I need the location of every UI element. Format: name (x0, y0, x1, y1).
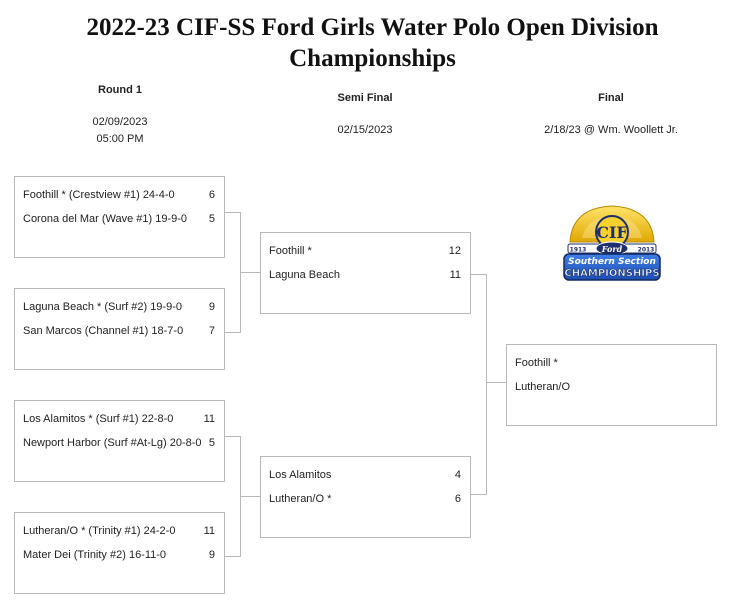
round-name: Round 1 (98, 84, 142, 96)
team-score: 11 (449, 269, 461, 281)
match-box-round1-2: Laguna Beach * (Surf #2) 19-9-0 9 San Ma… (14, 288, 225, 370)
round-date: 02/15/2023 (337, 124, 393, 136)
team-name: Laguna Beach (269, 269, 340, 281)
match-box-round1-1: Foothill * (Crestview #1) 24-4-0 6 Coron… (14, 176, 225, 258)
logo-cif-text: CIF (596, 223, 628, 242)
team-score: 9 (208, 549, 215, 561)
page-title: 2022-23 CIF-SS Ford Girls Water Polo Ope… (86, 14, 659, 72)
team-name: Lutheran/O * (Trinity #1) 24-2-0 (23, 525, 176, 537)
team-score: 11 (203, 413, 215, 425)
team-name: Lutheran/O * (269, 493, 332, 505)
logo-year-left: 1913 (570, 247, 587, 254)
team-score: 9 (208, 301, 215, 313)
bracket-connector (240, 272, 260, 273)
logo-southern-section-text: Southern Section (568, 257, 656, 267)
bracket-connector (225, 556, 241, 557)
match-box-semifinal-2: Los Alamitos 4 Lutheran/O * 6 (260, 456, 471, 538)
bracket-connector (471, 274, 487, 275)
match-box-round1-4: Lutheran/O * (Trinity #1) 24-2-0 11 Mate… (14, 512, 225, 594)
team-name: Lutheran/O (515, 381, 571, 393)
team-score: 11 (203, 525, 215, 537)
bracket-connector (225, 212, 241, 213)
round-name: Final (598, 92, 624, 104)
team-score: 6 (208, 189, 215, 201)
team-name: Laguna Beach * (Surf #2) 19-9-0 (23, 301, 182, 313)
round-date: 2/18/23 @ Wm. Woollett Jr. (544, 124, 678, 136)
bracket-connector (486, 274, 487, 495)
round-header-round1: Round 1 02/09/2023 05:00 PM (70, 82, 170, 148)
logo-year-right: 2013 (638, 247, 655, 254)
team-name: Foothill * (515, 357, 558, 369)
bracket-connector (225, 436, 241, 437)
match-box-round1-3: Los Alamitos * (Surf #1) 22-8-0 11 Newpo… (14, 400, 225, 482)
bracket-connector (240, 496, 260, 497)
match-box-semifinal-1: Foothill * 12 Laguna Beach 11 (260, 232, 471, 314)
team-name: San Marcos (Channel #1) 18-7-0 (23, 325, 184, 337)
bracket-connector (471, 494, 487, 495)
team-score: 5 (208, 213, 215, 225)
team-score: 12 (448, 245, 461, 257)
bracket-connector (225, 332, 241, 333)
team-name: Mater Dei (Trinity #2) 16-11-0 (23, 549, 167, 561)
team-score: 6 (454, 493, 461, 505)
round-time: 05:00 PM (96, 133, 144, 145)
round-header-semifinal: Semi Final 02/15/2023 (315, 90, 415, 139)
team-score: 4 (454, 469, 461, 481)
team-score: 5 (208, 437, 215, 449)
match-box-final: Foothill * Lutheran/O (506, 344, 717, 426)
team-name: Foothill * (Crestview #1) 24-4-0 (23, 189, 175, 201)
team-name: Los Alamitos * (Surf #1) 22-8-0 (23, 413, 174, 425)
logo-ford-text: Ford (601, 244, 623, 254)
team-name: Corona del Mar (Wave #1) 19-9-0 (23, 213, 188, 225)
round-header-final: Final 2/18/23 @ Wm. Woollett Jr. (531, 90, 691, 139)
cif-championships-logo: CIF 1913 2013 Ford Southern Section CHAM… (563, 205, 661, 281)
team-score: 7 (208, 325, 215, 337)
team-name: Newport Harbor (Surf #At-Lg) 20-8-0 (23, 437, 202, 449)
bracket-connector (486, 382, 506, 383)
logo-championships-text: CHAMPIONSHIPS (564, 268, 659, 279)
team-name: Foothill * (269, 245, 312, 257)
team-name: Los Alamitos (269, 469, 332, 481)
round-name: Semi Final (337, 92, 393, 104)
round-date: 02/09/2023 (92, 116, 148, 128)
